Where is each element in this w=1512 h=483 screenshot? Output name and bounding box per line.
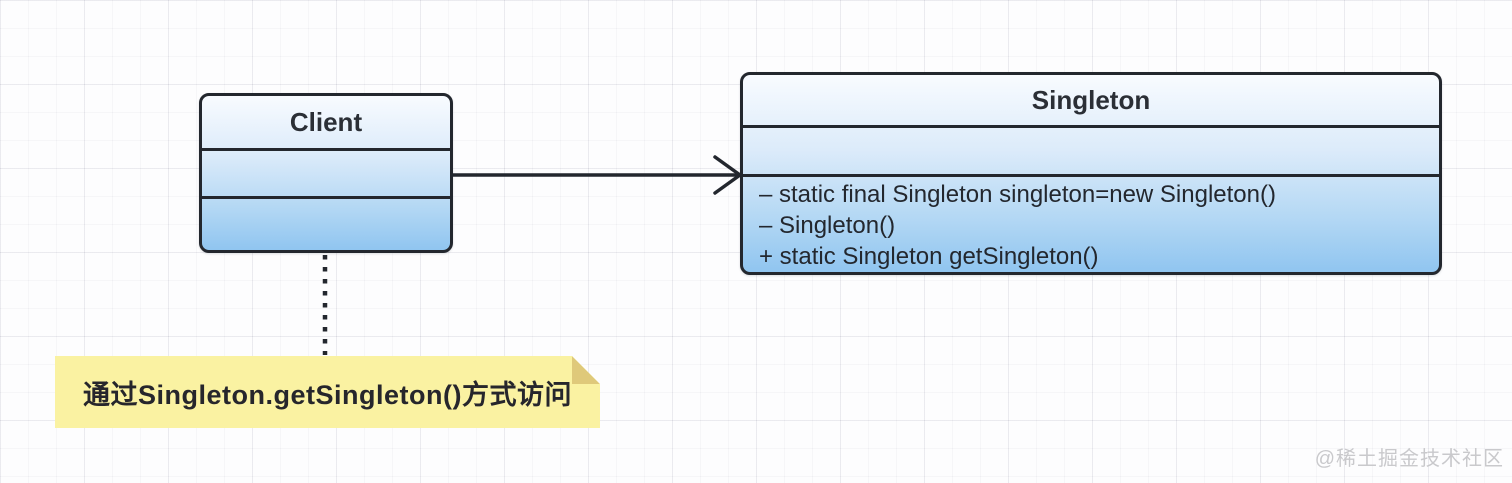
singleton-attributes-compartment [743, 125, 1439, 174]
client-class-title: Client [289, 106, 363, 137]
singleton-member-line: + static Singleton getSingleton() [759, 243, 1099, 270]
watermark-text: @稀土掘金技术社区 [1314, 448, 1504, 470]
annotation-note-text: 通过Singleton.getSingleton()方式访问 [83, 379, 572, 410]
client-class-box: Client [199, 93, 453, 253]
note-folded-corner [572, 356, 600, 384]
annotation-note: 通过Singleton.getSingleton()方式访问 [55, 356, 600, 428]
singleton-member-line: – static final Singleton singleton=new S… [759, 181, 1276, 208]
association-arrowhead-icon [713, 155, 742, 195]
singleton-class-title: Singleton [1031, 84, 1151, 115]
client-operations-compartment [202, 196, 450, 250]
client-attributes-compartment [202, 148, 450, 196]
singleton-class-box: Singleton – static final Singleton singl… [740, 72, 1442, 275]
singleton-member-line: – Singleton() [759, 212, 896, 239]
singleton-operations-compartment: – static final Singleton singleton=new S… [743, 174, 1439, 272]
